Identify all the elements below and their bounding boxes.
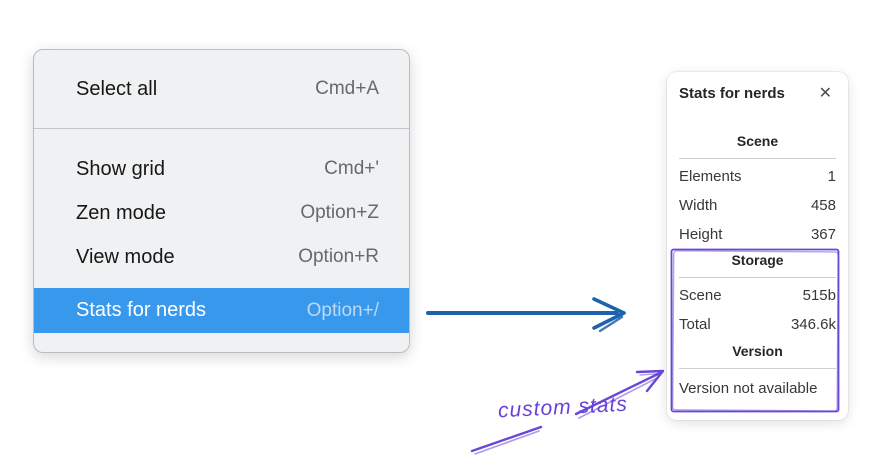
menu-item-shortcut: Option+Z <box>300 202 379 223</box>
stats-panel: Stats for nerds ✕ Scene Elements 1 Width… <box>667 72 848 420</box>
menu-item-view-mode[interactable]: View mode Option+R <box>34 235 409 279</box>
storage-section-heading: Storage <box>731 252 784 268</box>
stat-label: Width <box>679 196 718 214</box>
blue-arrow <box>426 297 626 333</box>
stat-value: 367 <box>810 225 836 243</box>
menu-item-label: Zen mode <box>76 201 167 224</box>
version-section-heading: Version <box>732 343 783 359</box>
custom-stats-annotation-label: custom stats <box>497 392 629 423</box>
menu-item-label: Stats for nerds <box>76 299 207 321</box>
menu-item-show-grid[interactable]: Show grid Cmd+' <box>34 147 409 191</box>
stat-label: Elements <box>679 167 742 185</box>
version-note: Version not available <box>679 380 818 397</box>
stat-label: Height <box>679 225 723 243</box>
menu-item-stats-for-nerds[interactable]: Stats for nerds Option+/ <box>34 288 409 333</box>
menu-item-label: View mode <box>76 245 175 268</box>
section-divider <box>679 277 836 278</box>
stats-panel-header: Stats for nerds ✕ <box>679 85 836 102</box>
close-icon[interactable]: ✕ <box>815 85 836 102</box>
menu-item-shortcut: Option+R <box>298 246 379 267</box>
stat-value: 346.6k <box>790 315 836 333</box>
scene-section-heading: Scene <box>736 133 779 149</box>
section-divider <box>679 368 836 369</box>
menu-item-select-all[interactable]: Select all Cmd+A <box>34 60 409 118</box>
stat-value: 458 <box>810 196 836 214</box>
stat-label: Total <box>679 315 711 333</box>
stat-row-scene-size: Scene 515b <box>679 284 836 306</box>
menu-divider <box>34 128 409 129</box>
context-menu: Select all Cmd+A Show grid Cmd+' Zen mod… <box>33 49 410 353</box>
menu-item-shortcut: Cmd+A <box>315 78 379 99</box>
stat-value: 515b <box>802 286 836 304</box>
stat-row-height: Height 367 <box>679 223 836 245</box>
stat-row-elements: Elements 1 <box>679 165 836 187</box>
menu-item-label: Select all <box>76 77 158 100</box>
section-divider <box>679 158 836 159</box>
stat-row-total-size: Total 346.6k <box>679 313 836 335</box>
menu-item-label: Show grid <box>76 157 165 180</box>
menu-item-shortcut: Option+/ <box>306 299 379 321</box>
menu-item-zen-mode[interactable]: Zen mode Option+Z <box>34 191 409 235</box>
stat-label: Scene <box>679 286 722 304</box>
stat-row-width: Width 458 <box>679 194 836 216</box>
menu-item-shortcut: Cmd+' <box>324 158 379 179</box>
stats-panel-title: Stats for nerds <box>679 85 785 102</box>
stat-value: 1 <box>827 167 836 185</box>
